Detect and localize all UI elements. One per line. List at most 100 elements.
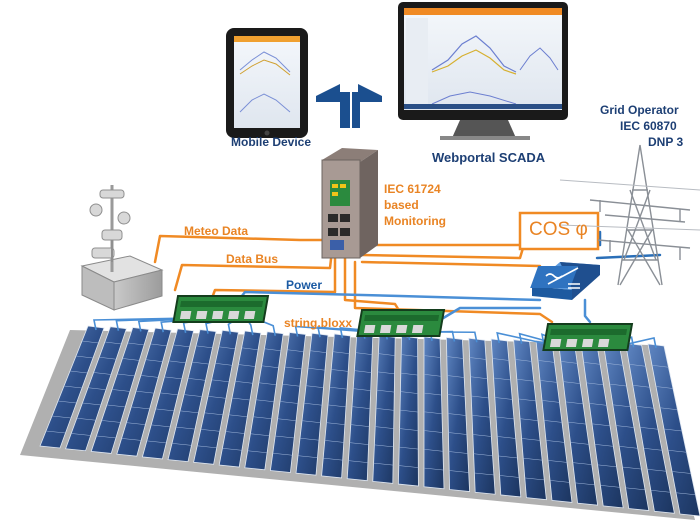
panel-cell-line (287, 349, 304, 352)
panel-cell-line (93, 372, 112, 375)
panel-cell-line (399, 428, 419, 431)
panel-cell-line (309, 350, 327, 353)
panel-cell-line (168, 360, 186, 364)
string-cable (115, 317, 199, 331)
panel-cell-line (197, 445, 217, 449)
panel-cell-line (121, 438, 142, 441)
panel-cell-line (497, 436, 516, 439)
panel-cell-line (650, 490, 671, 493)
panel-cell-line (135, 390, 155, 394)
tablet-device (226, 28, 308, 138)
string-bloxx-label: string.bloxx (284, 316, 353, 330)
power-line-3 (583, 298, 592, 324)
panel-cell-line (667, 450, 687, 453)
panel-cell-line (643, 448, 663, 451)
panel-cell-line (446, 356, 464, 359)
panel-cell-line (349, 442, 369, 445)
panel-cell-line (69, 370, 88, 374)
string-bloxx-3 (542, 323, 634, 351)
panel-cell-line (272, 452, 293, 456)
panel-cell-line (647, 469, 667, 472)
panel-cell-line (675, 492, 696, 495)
panel-cell-line (307, 367, 326, 371)
panel-cell-line (659, 407, 678, 410)
panel-cell-line (215, 363, 233, 366)
panel-cell-line (589, 403, 607, 406)
panel-cell-line (126, 422, 146, 425)
panel-cell-line (122, 358, 140, 361)
panel-cell-line (471, 414, 491, 418)
panel-cell-line (655, 386, 674, 389)
panel-cell-line (472, 434, 492, 437)
panel-cell-line (606, 363, 623, 366)
panel-cell-line (279, 401, 299, 404)
cos-phi-box (518, 211, 600, 251)
string-cable (496, 331, 557, 347)
panel-cell-line (399, 446, 419, 450)
signal-lines (153, 230, 662, 324)
panel-cell-line (575, 482, 595, 486)
panel-cell-line (663, 428, 683, 432)
panel-cell-line (327, 404, 347, 408)
panel-cell-line (151, 424, 171, 428)
panel-cell-line (187, 378, 206, 381)
panel-cell-line (231, 397, 251, 401)
monitoring-label-2: based (384, 198, 419, 212)
panel-cell-line (373, 462, 394, 466)
panel-cell-line (82, 402, 101, 406)
panel-cell-line (499, 475, 520, 478)
panel-cell-line (159, 392, 179, 396)
panel-cell-line (515, 359, 532, 362)
panel-cell-line (207, 396, 227, 399)
panel-cell-line (447, 394, 466, 397)
monitoring-label-1: IEC 61724 (384, 182, 441, 196)
panel-cell-line (140, 375, 159, 378)
panel-cell-line (545, 440, 565, 443)
panel-cell-line (173, 344, 190, 348)
panel-cell-line (241, 347, 259, 351)
panel-cell-line (305, 385, 324, 388)
data-bus-line-right (360, 246, 542, 268)
panel-cell-line (492, 358, 509, 361)
panel-cell-line (331, 369, 349, 372)
panel-cell-line (171, 443, 192, 446)
string-bloxx-boards (172, 295, 634, 351)
panel-cell-line (378, 353, 395, 356)
panel-cell-line (639, 427, 659, 430)
panel-cell-line (600, 485, 620, 488)
panel-cell-line (146, 440, 167, 444)
panel-cell-line (191, 361, 210, 365)
panel-cell-line (51, 415, 72, 419)
weather-station (80, 185, 164, 311)
string-bloxx-2 (356, 309, 446, 337)
panel-cell-line (473, 453, 493, 456)
panel-cell-line (447, 413, 467, 416)
panel-cell-line (76, 417, 96, 421)
grid-operator-label-2: IEC 60870 (620, 119, 677, 133)
panel-cell-line (547, 460, 568, 463)
panel-cell-line (195, 345, 213, 349)
panel-cell-line (423, 355, 441, 358)
panel-cell-line (519, 418, 539, 421)
panel-cell-line (619, 446, 638, 449)
panel-cell-line (518, 398, 536, 402)
panel-cell-line (629, 364, 646, 367)
panel-cell-line (586, 382, 604, 386)
panel-cell-line (329, 386, 348, 390)
panel-cell-line (277, 418, 297, 421)
panel-cell-line (612, 404, 631, 408)
panel-cell-line (495, 416, 515, 420)
panel-cell-line (261, 365, 279, 369)
panel-cell-line (247, 450, 268, 454)
panel-cell-line (591, 423, 611, 427)
panel-cell-line (423, 467, 444, 471)
weather-station-icon (89, 189, 131, 262)
panel-cell-line (200, 429, 220, 432)
bus-to-bloxx-3 (353, 260, 554, 324)
panel-cell-line (250, 433, 270, 437)
panel-cell-line (225, 431, 245, 434)
panel-cell-line (470, 376, 488, 379)
panel-cell-line (375, 426, 394, 429)
panel-cell-line (423, 392, 442, 396)
panel-cell-line (377, 371, 395, 375)
